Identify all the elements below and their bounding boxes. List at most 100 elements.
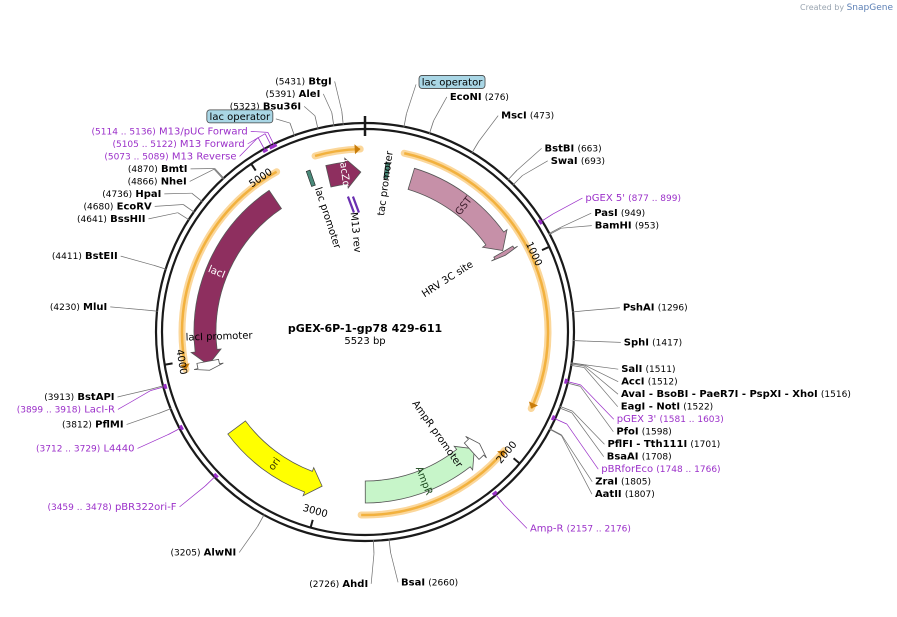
leader-line: [478, 115, 499, 142]
site-label: (4641) BssHII: [77, 214, 145, 225]
site-label: (3205) AlwNI: [171, 548, 237, 559]
site-pbrforeco[interactable]: pBRforEco (1748 .. 1766): [550, 415, 721, 476]
site-bsaai[interactable]: BsaAI (1708): [558, 407, 672, 463]
site-tick: [549, 428, 562, 436]
site-position: (877 .. 899): [628, 194, 681, 204]
site-tick: [570, 362, 585, 366]
site-bstapi[interactable]: (3913) BstAPI: [44, 385, 165, 403]
leader-line: [433, 96, 448, 122]
site-btgi[interactable]: (5431) BtgI: [275, 76, 344, 126]
feature-ampr[interactable]: AmpR: [364, 445, 475, 504]
backbone: [154, 116, 576, 543]
site-name: SalI: [621, 364, 642, 375]
site-name: BssHII: [110, 214, 145, 225]
leader-line: [120, 255, 154, 266]
site-pbr322ori-f[interactable]: (3459 .. 3478) pBR322ori-F: [47, 472, 219, 513]
feature-laci[interactable]: lacI: [190, 189, 283, 366]
site-amp-r[interactable]: Amp-R (2157 .. 2176): [491, 490, 631, 535]
site-pasi[interactable]: PasI (949): [548, 208, 645, 235]
site-tick: [341, 111, 344, 126]
site-hpai[interactable]: (4736) HpaI: [102, 189, 203, 203]
site-position: (949): [621, 209, 645, 219]
inner-label-ampr-promoter: AmpR promoter: [409, 399, 464, 471]
site-acci[interactable]: AccI (1512): [570, 362, 678, 388]
site-sali[interactable]: SalI (1511): [570, 362, 676, 375]
site-pflmi[interactable]: (3812) PflMI: [62, 407, 172, 430]
site-avai-bsobi-paer7i-pspxi-xhoi[interactable]: AvaI - BsoBI - PaeR7I - PspXI - XhoI (15…: [570, 363, 851, 400]
site-label: (4870) BmtI: [128, 164, 188, 175]
site-m13-reverse[interactable]: (5073 .. 5089) M13 Reverse: [104, 137, 269, 162]
feature-hrv-3c-site[interactable]: [491, 245, 518, 262]
site-pgex-3[interactable]: pGEX 3' (1581 .. 1603): [563, 378, 724, 425]
leader-line: [126, 413, 159, 425]
site-mlui[interactable]: (4230) MluI: [50, 302, 159, 313]
site-lac-operator[interactable]: lac operator: [403, 75, 486, 128]
site-swai[interactable]: SwaI (693): [512, 156, 606, 186]
orf-arrowhead: [354, 144, 361, 155]
leader-line: [561, 435, 593, 495]
site-pshai[interactable]: PshAI (1296): [571, 303, 688, 314]
site-lac-operator[interactable]: lac operator: [206, 109, 296, 137]
site-name: L4440: [103, 443, 134, 454]
site-bsteii[interactable]: (4411) BstEII: [52, 251, 167, 270]
site-bsai[interactable]: BsaI (2660): [388, 538, 458, 589]
site-label: (5073 .. 5089) M13 Reverse: [104, 151, 236, 162]
site-alei[interactable]: (5391) AleI: [266, 89, 335, 127]
site-econi[interactable]: EcoNI (276): [428, 92, 509, 135]
site-tick: [213, 168, 224, 180]
site-ahdi[interactable]: (2726) AhdI: [309, 539, 375, 590]
site-bsshii[interactable]: (4641) BssHII: [77, 212, 190, 225]
site-eagi-noti[interactable]: EagI - NotI (1522): [570, 364, 713, 413]
site-pflfi-tth111i[interactable]: PflFI - Tth111I (1701): [559, 405, 720, 450]
site-zrai[interactable]: ZraI (1805): [549, 428, 651, 488]
tick-mark: [541, 245, 550, 252]
site-position: (1581 .. 1603): [660, 415, 724, 425]
site-position: (2726): [309, 580, 339, 590]
feature-lacza[interactable]: lacZα: [325, 157, 362, 189]
site-name: EagI - NotI: [621, 402, 680, 413]
site-label: PasI (949): [594, 208, 645, 219]
feature-ampr-promoter[interactable]: [463, 436, 487, 461]
site-pfoi[interactable]: PfoI (1598): [566, 382, 672, 438]
site-name: AccI: [621, 377, 644, 388]
site-position: (5105 .. 5122): [112, 140, 176, 150]
feature-ori[interactable]: ori: [227, 420, 323, 497]
site-label: (3913) BstAPI: [44, 392, 114, 403]
feature-laci-promoter[interactable]: [193, 358, 224, 371]
site-tick: [548, 226, 561, 235]
site-tick: [372, 539, 375, 554]
site-l4440[interactable]: (3712 .. 3729) L4440: [36, 424, 184, 454]
leader-line: [585, 307, 620, 311]
site-bsu36i[interactable]: (5323) Bsu36I: [230, 101, 319, 130]
tick-label: 5000: [247, 167, 274, 190]
leader-line: [334, 81, 343, 112]
site-pgex-5[interactable]: pGEX 5' (877 .. 899): [537, 193, 681, 225]
site-label: (2726) AhdI: [309, 579, 368, 590]
site-tick: [558, 407, 572, 414]
leader-line: [179, 485, 206, 508]
site-name: BamHI: [595, 221, 632, 232]
site-label: SalI (1511): [621, 364, 675, 375]
leader-line: [586, 340, 621, 343]
site-position: (1748 .. 1766): [656, 465, 720, 475]
site-alwni[interactable]: (3205) AlwNI: [171, 513, 265, 559]
site-nhei[interactable]: (4866) NheI: [128, 168, 224, 187]
site-msci[interactable]: MscI (473): [471, 111, 555, 154]
site-name: pBR322ori-F: [115, 502, 177, 513]
site-ecorv[interactable]: (4680) EcoRV: [84, 201, 195, 213]
site-position: (4736): [102, 190, 132, 200]
site-bmti[interactable]: (4870) BmtI: [128, 164, 225, 180]
site-sphi[interactable]: SphI (1417): [572, 337, 682, 348]
inner-label-tac-promoter: tac promoter: [376, 150, 396, 217]
site-tick: [264, 133, 272, 147]
feature-gst[interactable]: GST: [407, 167, 508, 251]
site-bstbi[interactable]: BstBI (663): [507, 143, 602, 181]
site-name: BtgI: [308, 76, 331, 87]
site-position: (1701): [690, 440, 720, 450]
site-position: (1522): [683, 403, 713, 413]
site-laci-r[interactable]: (3899 .. 3918) LacI-R: [17, 383, 168, 415]
site-bamhi[interactable]: BamHI (953): [548, 221, 659, 236]
site-position: (3712 .. 3729): [36, 444, 100, 454]
site-aatii[interactable]: AatII (1807): [548, 428, 655, 500]
